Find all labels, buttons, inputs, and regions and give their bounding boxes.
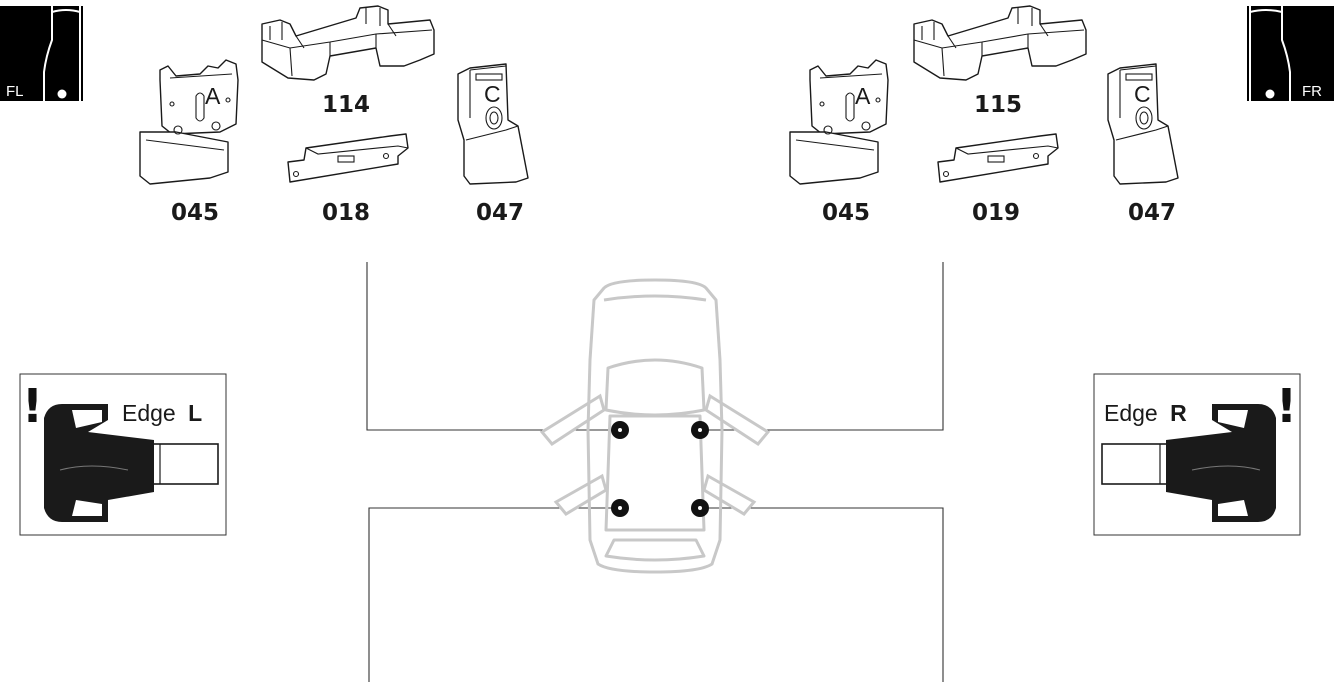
part-018-bracket-left — [287, 133, 409, 183]
part-code-right-1: 045 — [822, 200, 870, 226]
part-115-foot-right — [913, 5, 1087, 81]
part-code-left-1: 045 — [171, 200, 219, 226]
corner-label-fr: FR — [1302, 83, 1322, 100]
part-code-top-right: 115 — [974, 92, 1022, 118]
car-top-view — [539, 278, 771, 574]
leader-line-rear-right — [700, 507, 944, 682]
part-047-pad-left: C — [457, 63, 529, 185]
leader-lines — [366, 262, 944, 682]
part-code-left-3: 047 — [476, 200, 524, 226]
edge-right-label: Edge R — [1104, 400, 1187, 426]
part-code-left-2: 018 — [322, 200, 370, 226]
part-019-bracket-right — [937, 133, 1059, 183]
corner-label-fl: FL — [6, 83, 24, 100]
foot-cap-left-icon — [44, 404, 219, 522]
pad-letter-c: C — [1134, 81, 1151, 107]
part-114-foot-left — [261, 5, 435, 81]
pad-letter-a: A — [205, 83, 221, 109]
edge-left-panel: ! Edge L — [19, 373, 227, 536]
corner-badge-front-left: FL — [0, 6, 83, 101]
part-code-right-3: 047 — [1128, 200, 1176, 226]
corner-position-dot — [1265, 89, 1275, 99]
fitting-point-rear-left — [611, 499, 629, 517]
fitting-point-front-right — [691, 421, 709, 439]
part-code-top-left: 114 — [322, 92, 370, 118]
warning-icon: ! — [1276, 379, 1297, 433]
foot-cap-right-icon — [1101, 404, 1276, 522]
leader-line-front-right — [700, 262, 944, 431]
leader-line-front-left — [366, 262, 620, 431]
fitting-point-rear-right — [691, 499, 709, 517]
edge-right-panel: ! Edge R — [1093, 373, 1301, 536]
corner-position-dot — [57, 89, 67, 99]
fitting-point-front-left — [611, 421, 629, 439]
part-047-pad-right: C — [1107, 63, 1179, 185]
edge-left-label: Edge L — [122, 400, 202, 426]
leader-line-rear-left — [368, 507, 620, 682]
corner-badge-front-right: FR — [1247, 6, 1334, 101]
part-045-pad-right: A — [789, 59, 889, 185]
part-045-pad-left: A — [139, 59, 239, 185]
warning-icon: ! — [22, 379, 43, 433]
pad-letter-a: A — [855, 83, 871, 109]
part-code-right-2: 019 — [972, 200, 1020, 226]
pad-letter-c: C — [484, 81, 501, 107]
